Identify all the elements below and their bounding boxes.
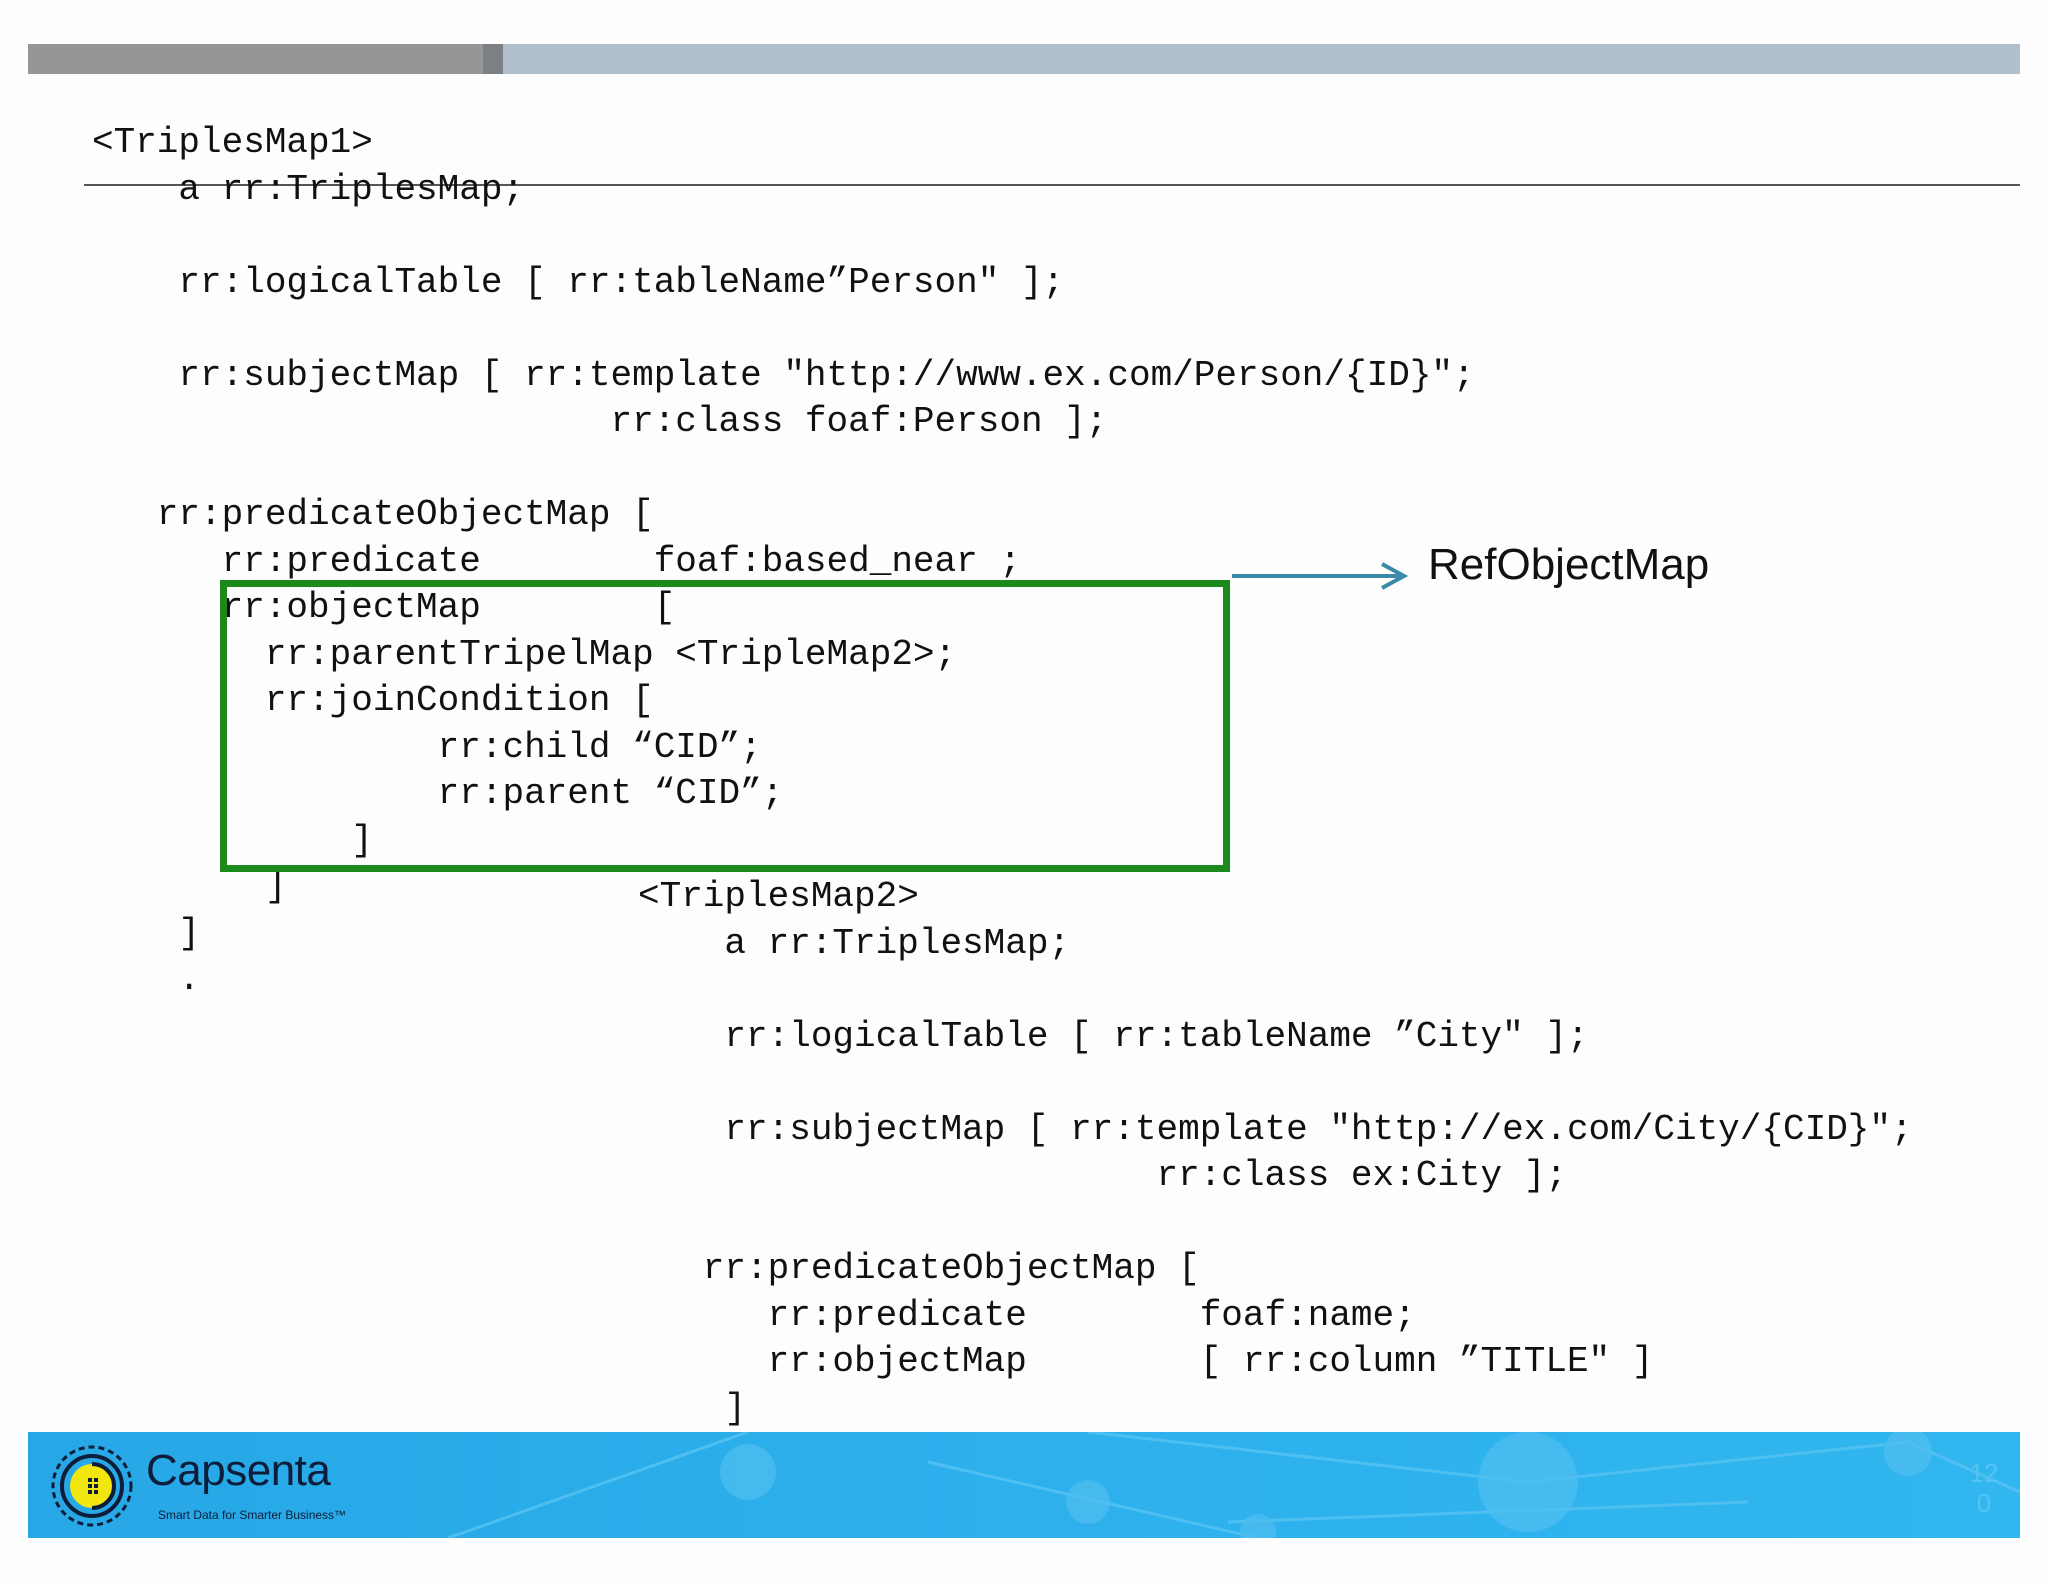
brand-tagline: Smart Data for Smarter Business™ [158, 1508, 347, 1522]
capsenta-logo-icon [51, 1445, 133, 1527]
network-decoration [447, 1432, 2020, 1538]
triples-map-2-code: <TriplesMap2> a rr:TriplesMap; rr:logica… [638, 876, 1913, 1475]
brand-name: Capsenta [146, 1446, 331, 1495]
triples-map-1-code: <TriplesMap1> a rr:TriplesMap; rr:logica… [92, 122, 1475, 1000]
footer-banner: Capsenta Smart Data for Smarter Business… [28, 1432, 2020, 1538]
page-number: 120 [1969, 1458, 1999, 1518]
title-bar-dark-segment [28, 44, 483, 74]
title-underline [84, 184, 2020, 186]
ref-object-map-highlight [220, 580, 1230, 872]
arrow-right-icon [1232, 562, 1409, 590]
title-bar-light-segment [503, 44, 2020, 74]
title-bar-divider [483, 44, 503, 74]
ref-object-map-label: RefObjectMap [1428, 540, 1710, 589]
